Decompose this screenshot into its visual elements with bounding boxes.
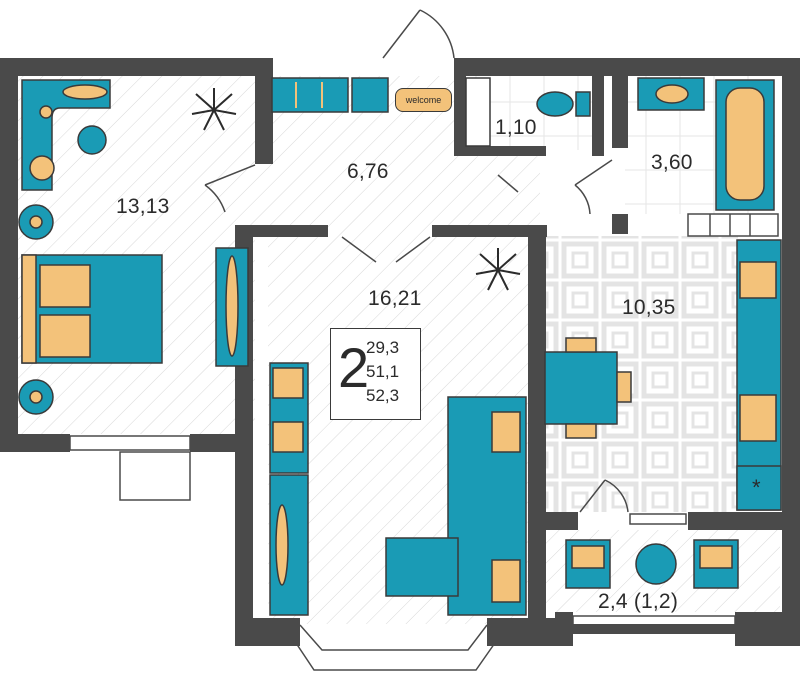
room-area-balcony: 2,4 (1,2) (598, 590, 679, 613)
room-area-bedroom: 13,13 (116, 195, 170, 218)
kitchen-furniture: * (544, 239, 782, 511)
total-area: 51,1 (366, 362, 400, 381)
room-area-bathroom: 1,10 (495, 116, 537, 139)
rooms-count: 2 (338, 336, 370, 399)
bedroom-furniture (18, 79, 249, 415)
plant-icons (191, 88, 521, 291)
room-area-hall: 6,76 (347, 160, 389, 183)
hall-furniture (271, 77, 389, 113)
welcome-rug: welcome (395, 88, 452, 112)
doors (204, 9, 629, 513)
svg-text:*: * (752, 475, 761, 500)
living-area: 29,3 (366, 338, 400, 357)
total-area-with-balcony: 52,3 (366, 386, 400, 405)
room-area-kitchen: 10,35 (622, 296, 676, 319)
bathroom-fixtures (465, 77, 775, 211)
balcony-furniture (565, 539, 739, 589)
area-summary-box (330, 328, 421, 420)
windows (69, 213, 779, 671)
living-furniture (269, 362, 527, 616)
room-area-living-room: 16,21 (368, 287, 422, 310)
room-area-washroom: 3,60 (651, 151, 693, 174)
